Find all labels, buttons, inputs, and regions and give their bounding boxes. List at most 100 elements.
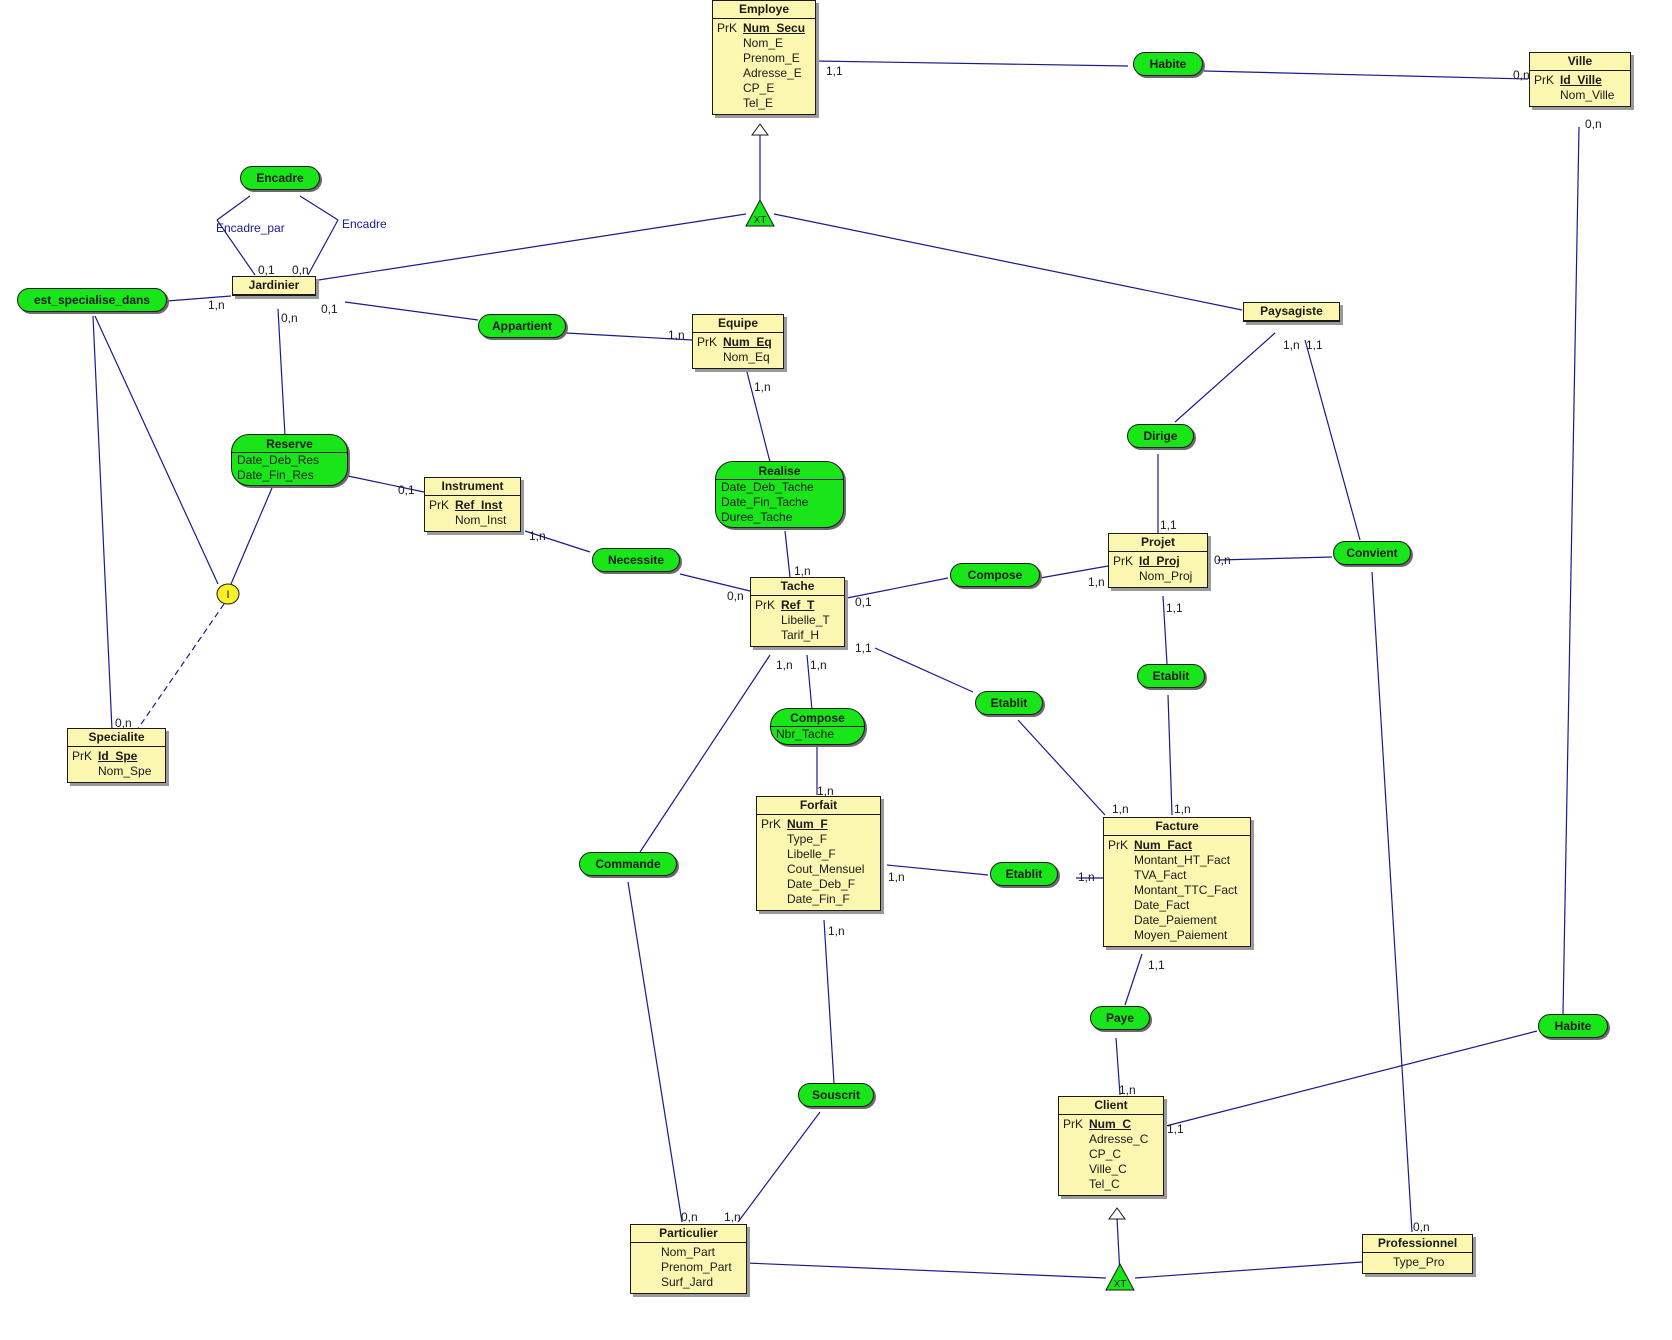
cardinality: 1,n (668, 328, 685, 342)
association-appartient[interactable]: Appartient (478, 314, 566, 338)
entity-attribute: CP_C (1063, 1147, 1159, 1162)
attribute-name: CP_C (1089, 1147, 1122, 1161)
association-est-specialise-dans[interactable]: est_specialise_dans (17, 288, 167, 312)
association-name: est_specialise_dans (33, 293, 151, 307)
cardinality: 1,n (754, 380, 771, 394)
entity-name: Instrument (425, 478, 520, 496)
primary-key-marker: PrK (697, 335, 718, 349)
cardinality: 1,n (810, 658, 827, 672)
association-attribute: Date_Fin_Res (237, 468, 314, 482)
association-souscrit[interactable]: Souscrit (798, 1083, 874, 1107)
association-paye[interactable]: Paye (1090, 1006, 1150, 1030)
entity-attribute: Ville_C (1063, 1162, 1159, 1177)
entity-name: Employe (713, 1, 815, 19)
entity-attribute: Date_Fin_F (761, 892, 876, 907)
entity-attribute: Date_Fact (1108, 898, 1246, 913)
entity-attribute: Prenom_Part (635, 1260, 742, 1275)
association-commande[interactable]: Commande (579, 852, 677, 876)
attribute-name: Moyen_Paiement (1134, 928, 1228, 942)
primary-key-marker: PrK (72, 749, 93, 763)
cardinality: 0,1 (258, 263, 275, 277)
entity-attribute: Date_Deb_F (761, 877, 876, 892)
entity-attribute: Nom_Inst (429, 513, 516, 528)
attribute-name: Surf_Jard (661, 1275, 714, 1289)
association-attribute: Date_Deb_Tache (721, 480, 814, 494)
entity-attribute: Nom_Proj (1113, 569, 1203, 584)
association-name: Paye (1105, 1011, 1135, 1025)
attribute-name: Num_Secu (743, 21, 806, 35)
association-name: Necessite (607, 553, 665, 567)
association-etablit-forfait-facture[interactable]: Etablit (990, 862, 1058, 886)
attribute-name: TVA_Fact (1134, 868, 1187, 882)
entity-attribute: Nom_Eq (697, 350, 779, 365)
entity-attributes: Type_Pro (1363, 1253, 1472, 1273)
association-convient[interactable]: Convient (1333, 541, 1411, 565)
inheritance-client-triangle (1105, 1262, 1135, 1291)
cardinality: 0,n (1214, 553, 1231, 567)
attribute-name: Nom_Inst (455, 513, 507, 527)
cardinality: 1,n (1283, 338, 1300, 352)
entity-attribute: TVA_Fact (1108, 868, 1246, 883)
attribute-name: Nom_Eq (723, 350, 770, 364)
cardinality: 0,n (281, 311, 298, 325)
association-name: Appartient (492, 319, 552, 333)
cardinality: 0,1 (398, 483, 415, 497)
cardinality: 1,1 (1148, 958, 1165, 972)
entity-paysagiste[interactable]: Paysagiste (1243, 302, 1340, 322)
entity-attribute: Type_Pro (1367, 1255, 1468, 1270)
attribute-name: Tel_E (743, 96, 774, 110)
entity-attribute: Date_Paiement (1108, 913, 1246, 928)
association-attribute: Date_Deb_Res (237, 453, 320, 467)
attribute-name: Date_Fact (1134, 898, 1190, 912)
attribute-name: Nom_Ville (1560, 88, 1615, 102)
association-encadre[interactable]: Encadre (240, 166, 320, 190)
association-compose-projet[interactable]: Compose (950, 563, 1040, 587)
association-etablit-projet-facture[interactable]: Etablit (1137, 664, 1205, 688)
association-name: Habite (1149, 57, 1187, 71)
association-attribute: Date_Fin_Tache (721, 495, 809, 509)
association-dirige[interactable]: Dirige (1127, 424, 1194, 448)
entity-attribute: Tel_E (717, 96, 811, 111)
association-necessite[interactable]: Necessite (592, 548, 680, 572)
attribute-name: Cout_Mensuel (787, 862, 865, 876)
cardinality: 1,1 (1160, 518, 1177, 532)
attribute-name: Montant_TTC_Fact (1134, 883, 1238, 897)
association-habite-client-ville[interactable]: Habite (1538, 1014, 1608, 1038)
attribute-name: Nom_Proj (1139, 569, 1193, 583)
attribute-name: Libelle_T (781, 613, 830, 627)
cardinality: 1,n (1174, 802, 1191, 816)
association-etablit-tache-facture[interactable]: Etablit (975, 691, 1043, 715)
association-habite-employe-ville[interactable]: Habite (1133, 52, 1203, 76)
primary-key-marker: PrK (1534, 73, 1555, 87)
cardinality: 1,1 (1166, 601, 1183, 615)
cardinality: 1,n (828, 924, 845, 938)
cardinality: 0,n (115, 716, 132, 730)
entity-name: Paysagiste (1244, 303, 1339, 321)
entity-jardinier[interactable]: Jardinier (232, 276, 316, 296)
